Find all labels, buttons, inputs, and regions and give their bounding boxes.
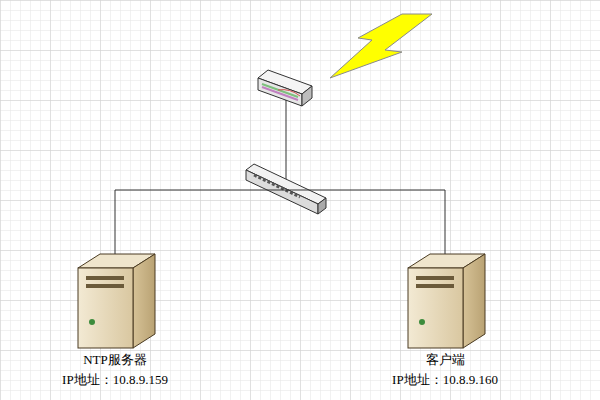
ip-address: IP地址：10.8.9.159 [62,370,168,390]
icon-spacer [387,254,503,350]
line-wrap: 客户端 [387,350,503,370]
server-node: 客户端IP地址：10.8.9.160 [387,254,503,390]
icon-spacer [57,254,173,350]
host-name: NTP服务器 [83,350,147,370]
server-node: NTP服务器IP地址：10.8.9.159 [57,254,173,390]
switch-icon [246,164,326,214]
server-icon [78,254,155,348]
uplink-wire [286,100,287,180]
network-link [115,190,445,254]
line-wrap: NTP服务器 [57,350,173,370]
wireless-bolt [330,14,432,78]
host-name: 客户端 [426,350,465,370]
server-icon [408,254,485,348]
line-wrap: IP地址：10.8.9.159 [57,370,173,390]
router-icon [258,70,312,106]
line-wrap: IP地址：10.8.9.160 [387,370,503,390]
ip-address: IP地址：10.8.9.160 [392,370,498,390]
